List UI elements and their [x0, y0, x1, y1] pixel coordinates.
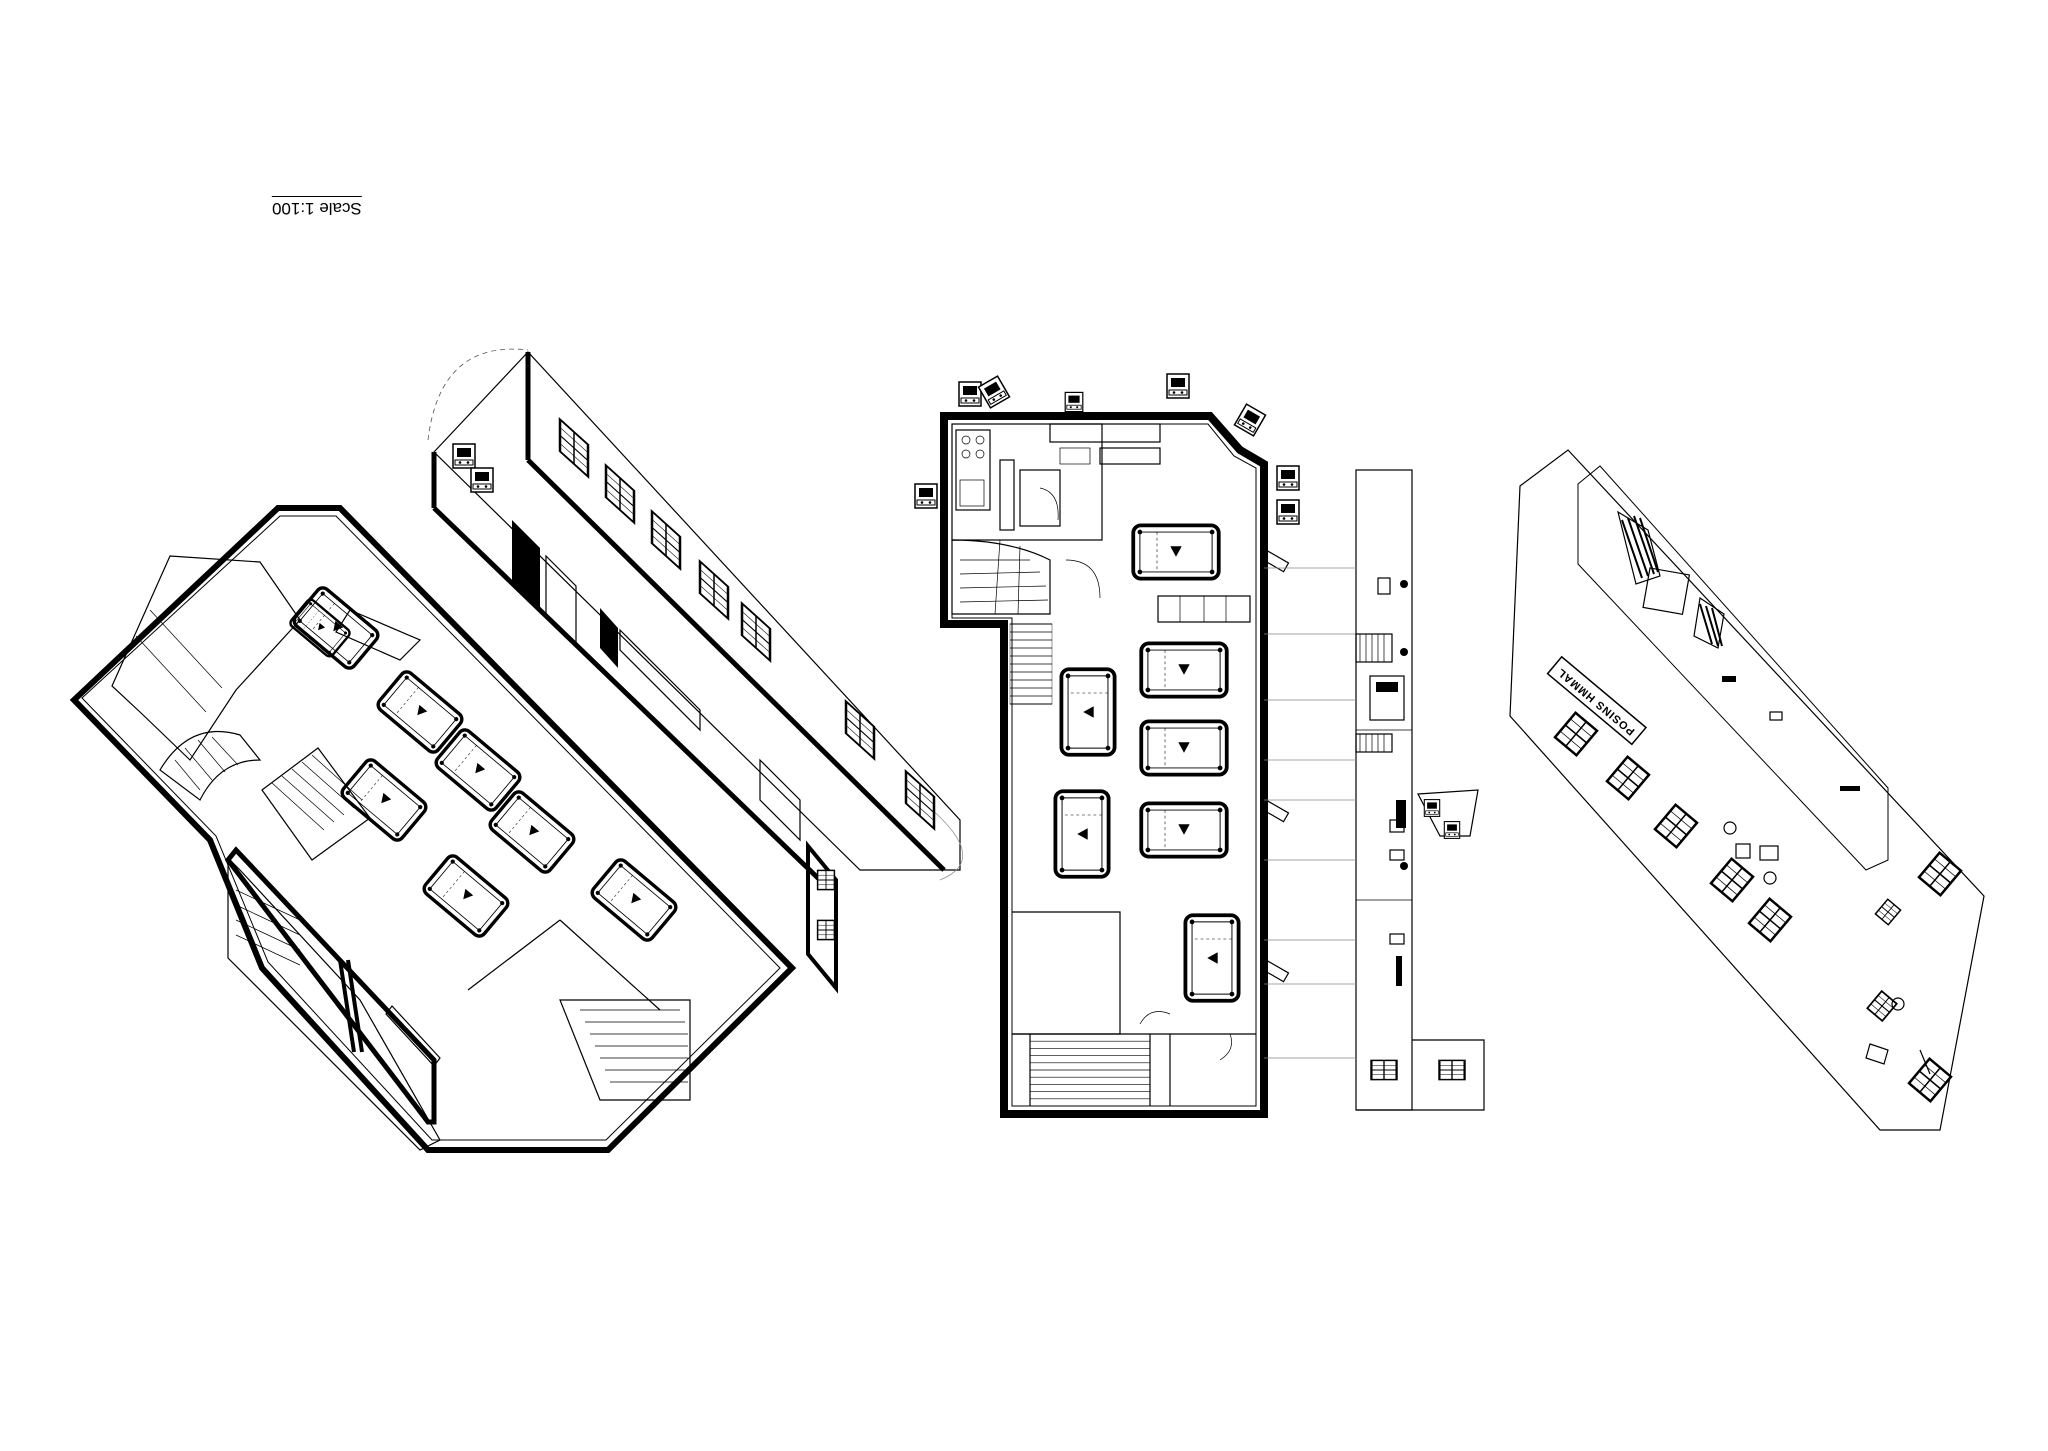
scale-label: Scale 1:100: [272, 196, 362, 218]
window-icon: [1553, 711, 1599, 757]
window-icon: [816, 869, 836, 891]
centre-pool-table-icon: [1139, 719, 1229, 777]
left-spiral-stair-icon: [159, 731, 262, 801]
window-icon: [698, 559, 730, 621]
window-icon: [604, 463, 636, 525]
arcade-machine-icon: [1276, 499, 1300, 525]
centre-pool-table-icon: [1053, 789, 1111, 879]
arcade-machine-icon: [914, 483, 938, 509]
centre-plan-outer-wall: [940, 412, 1268, 1118]
arcade-machine-icon: [1443, 821, 1461, 839]
centre-stair-flight-icon: [1009, 623, 1053, 705]
centre-pool-table-icon: [1059, 667, 1117, 757]
left-pool-table-icon: [289, 583, 383, 673]
centre-pool-table-icon: [1131, 523, 1221, 581]
centre-floor-plan: [914, 373, 1300, 1118]
window-icon: [740, 601, 772, 663]
left-pool-table-icon: [587, 855, 681, 945]
window-icon: [558, 417, 590, 479]
window-icon: [1370, 1059, 1398, 1081]
window-icon: [1917, 851, 1963, 897]
arcade-machine-icon: [470, 467, 494, 493]
centre-spiral-stair-icon: [951, 539, 1051, 615]
arcade-machine-icon: [1233, 403, 1267, 437]
window-icon: [1709, 857, 1755, 903]
arcade-machine-icon: [1276, 465, 1300, 491]
window-icon: [844, 699, 876, 761]
window-icon: [1747, 897, 1793, 943]
arcade-machine-icon: [977, 375, 1011, 409]
left-elevation-strip: [427, 348, 964, 994]
far-right-axonometric: POSINS HMMAL: [1509, 449, 1985, 1131]
centre-pool-table-icon: [1139, 641, 1229, 699]
centre-pool-table-icon: [1139, 801, 1229, 859]
window-icon: [1605, 755, 1651, 801]
window-icon: [1438, 1059, 1466, 1081]
left-plan-outer-wall: [69, 505, 797, 1153]
centre-pool-table-icon: [1183, 913, 1241, 1003]
window-icon: [1653, 803, 1699, 849]
left-axonometric-plan: [69, 505, 797, 1153]
window-icon: [1874, 898, 1902, 926]
window-icon: [650, 509, 682, 571]
arcade-machine-icon: [452, 443, 476, 469]
right-elevation-strip: [1264, 469, 1485, 1111]
arcade-machine-icon: [1166, 373, 1190, 399]
centre-bottom-stair-icon: [1029, 1033, 1151, 1107]
arcade-machine-icon: [958, 381, 982, 407]
window-icon: [1907, 1057, 1953, 1103]
arcade-machine-icon: [1423, 799, 1441, 817]
window-icon: [816, 919, 836, 941]
left-pool-table-icon: [419, 851, 513, 941]
arcade-machine-icon: [1064, 391, 1084, 413]
window-icon: [904, 769, 936, 831]
